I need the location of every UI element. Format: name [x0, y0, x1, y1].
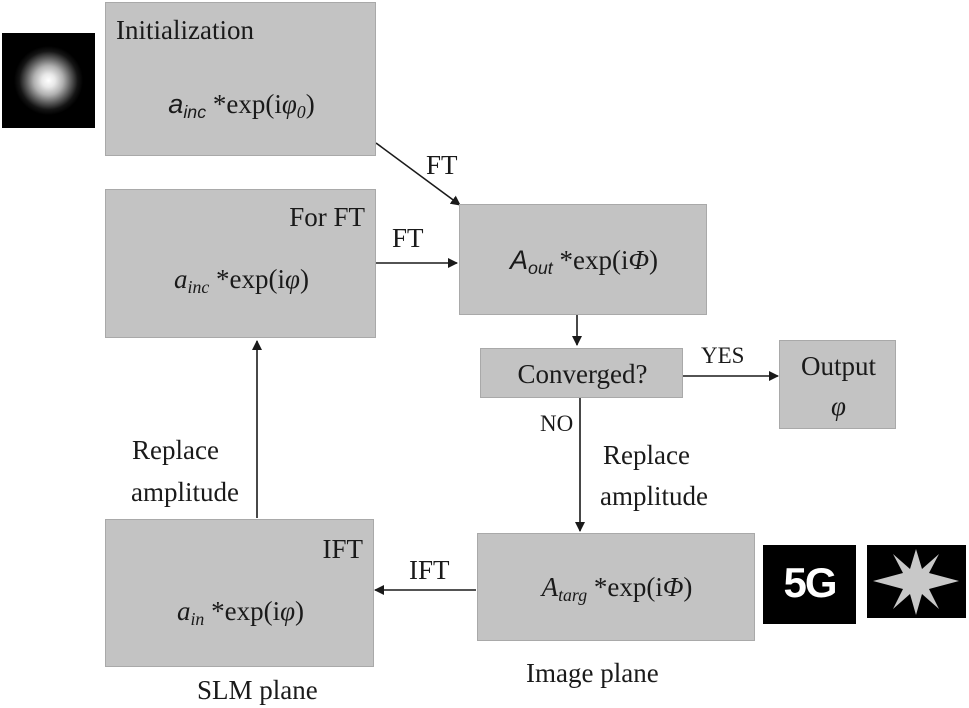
ift-arrow-label: IFT: [409, 555, 450, 585]
ift-expression: ain *exp(iφ): [106, 598, 375, 629]
for-ft-expression: ainc *exp(iφ): [106, 266, 377, 297]
expr-prefix: *exp(i: [552, 245, 629, 275]
expr-suffix: ): [299, 264, 309, 294]
target-5g-text: 5G: [783, 559, 837, 606]
phase-symbol: Φ: [628, 245, 650, 275]
output-box: Output φ: [779, 340, 896, 429]
amp-symbol: a: [176, 596, 191, 626]
target-5g-image: 5G: [763, 545, 856, 624]
amp-symbol: A: [541, 572, 559, 602]
replace-amplitude-right-line2: amplitude: [600, 481, 708, 511]
replace-amplitude-left-line1: Replace: [132, 435, 219, 465]
ft-horizontal-label: FT: [392, 223, 424, 253]
slm-plane-label: SLM plane: [197, 675, 318, 705]
for-ft-title: For FT: [289, 202, 365, 232]
phase-symbol: φ: [280, 596, 296, 626]
expr-prefix: *exp(i: [209, 264, 286, 294]
a-targ-expression: Atarg *exp(iΦ): [478, 574, 756, 605]
replace-amplitude-right-line1: Replace: [603, 440, 690, 470]
phase-symbol: φ: [281, 89, 297, 119]
expr-prefix: *exp(i: [206, 89, 282, 119]
target-star-image: [867, 545, 966, 618]
expr-suffix: ): [305, 89, 315, 119]
no-label: NO: [540, 411, 574, 436]
star-icon: [873, 549, 959, 615]
expr-suffix: ): [683, 572, 693, 602]
amp-subscript: inc: [187, 276, 210, 297]
phase-symbol: φ: [285, 264, 300, 294]
arrow-init-to-aout: [375, 142, 461, 206]
ift-box: IFT ain *exp(iφ): [105, 519, 374, 667]
gaussian-beam-image: [2, 33, 95, 128]
output-phase-symbol: φ: [831, 391, 846, 421]
phase-subscript: 0: [296, 101, 306, 122]
phase-symbol: Φ: [662, 572, 684, 602]
expr-suffix: ): [649, 245, 659, 275]
initialization-expression: ainc *exp(iφ0): [106, 91, 377, 122]
ft-diagonal-label: FT: [426, 150, 458, 180]
converged-label: Converged?: [517, 359, 648, 389]
amp-subscript: in: [190, 608, 205, 629]
expr-prefix: *exp(i: [204, 596, 281, 626]
amp-symbol: a: [174, 264, 188, 294]
amp-subscript: inc: [183, 101, 207, 122]
initialization-title: Initialization: [116, 15, 254, 45]
a-out-box: Aout *exp(iΦ): [459, 204, 707, 315]
amp-symbol: A: [509, 245, 528, 275]
output-label: Output: [800, 351, 876, 381]
amp-symbol: a: [168, 89, 184, 119]
expr-suffix: ): [295, 596, 305, 626]
expr-prefix: *exp(i: [587, 572, 663, 602]
a-out-expression: Aout *exp(iΦ): [460, 247, 708, 278]
image-plane-label: Image plane: [526, 658, 659, 688]
amp-subscript: out: [527, 257, 553, 278]
converged-box: Converged?: [480, 348, 683, 398]
replace-amplitude-left-line2: amplitude: [131, 477, 239, 507]
for-ft-box: For FT ainc *exp(iφ): [105, 189, 376, 338]
initialization-box: Initialization ainc *exp(iφ0): [105, 2, 376, 156]
ift-title: IFT: [322, 534, 364, 564]
amp-subscript: targ: [558, 584, 588, 605]
a-targ-box: Atarg *exp(iΦ): [477, 533, 755, 641]
yes-label: YES: [701, 343, 745, 368]
